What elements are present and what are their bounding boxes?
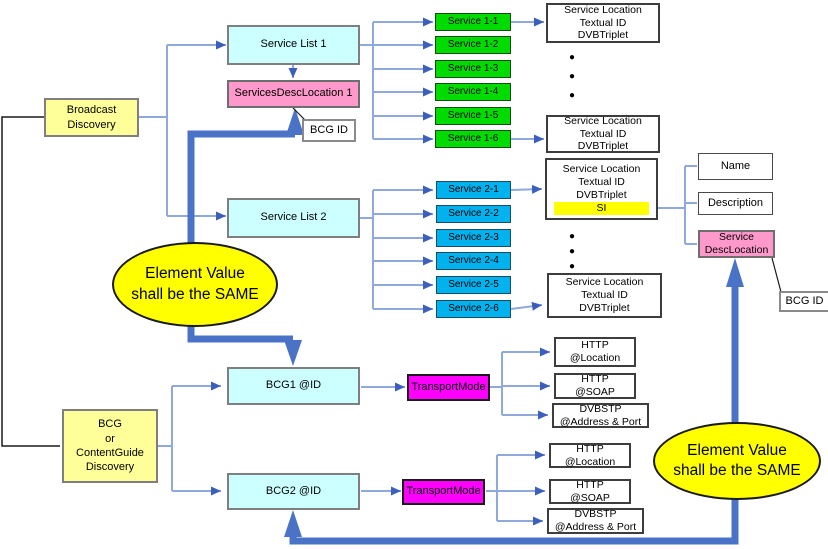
service-1-6-box: Service 1-6	[435, 130, 511, 148]
services-desc-location-1-box: ServicesDescLocation 1	[227, 80, 360, 108]
dot-icon: ●	[568, 231, 576, 242]
service-1-3-box: Service 1-3	[435, 60, 511, 78]
service-1-4-box: Service 1-4	[435, 83, 511, 101]
bcg2-id-box: BCG2 @ID	[227, 473, 360, 510]
service-location-box-2: Service Location Textual ID DVBTriplet	[546, 115, 660, 153]
black-connectors	[1, 116, 60, 447]
callout-leader-lines	[292, 107, 782, 293]
service-location-box-3-lines: Service Location Textual ID DVBTriplet	[562, 163, 641, 201]
same-value-note-ellipse-1: Element Value shall be the SAME	[112, 242, 278, 327]
dvbstp-address-port-box-2: DVBSTP @Address & Port	[547, 508, 644, 534]
service-location-box-1: Service Location Textual ID DVBTriplet	[546, 3, 660, 43]
dot-icon: ●	[568, 246, 576, 257]
service-location-box-4: Service Location Textual ID DVBTriplet	[547, 273, 662, 318]
broadcast-discovery-box: Broadcast Discovery	[44, 98, 139, 137]
dot-icon: ●	[568, 52, 576, 63]
si-highlighted-line: SI	[554, 201, 649, 215]
thick-same-value-arrows	[187, 108, 744, 545]
dot-icon: ●	[568, 71, 576, 82]
transport-mode-box-1: TransportMode	[407, 374, 490, 401]
bcg-id-label-1: BCG ID	[302, 119, 356, 142]
ellipsis-dots-icon: ● ● ●	[566, 53, 578, 101]
thin-connector-arrows	[167, 17, 550, 526]
description-box: Description	[698, 192, 773, 215]
dot-icon: ●	[568, 261, 576, 272]
service-list-2-box: Service List 2	[227, 198, 360, 238]
same-value-note-ellipse-2: Element Value shall be the SAME	[653, 422, 821, 500]
service-2-2-box: Service 2-2	[436, 205, 511, 223]
service-desc-location-box: Service DescLocation	[698, 230, 775, 258]
service-location-box-3-si: Service Location Textual ID DVBTriplet S…	[545, 158, 658, 220]
bcg1-id-box: BCG1 @ID	[227, 367, 360, 405]
service-2-3-box: Service 2-3	[436, 229, 511, 247]
bcg-id-label-2: BCG ID	[779, 291, 828, 312]
name-box: Name	[698, 153, 773, 180]
service-2-5-box: Service 2-5	[436, 276, 511, 294]
thin-connector-trunks	[139, 22, 697, 521]
http-location-box-1: HTTP @Location	[554, 337, 636, 367]
dvbstp-address-port-box-1: DVBSTP @Address & Port	[552, 403, 649, 428]
bcg-contentguide-discovery-box: BCG or ContentGuide Discovery	[62, 409, 158, 483]
http-soap-box-1: HTTP @SOAP	[554, 373, 636, 399]
service-1-5-box: Service 1-5	[435, 107, 511, 125]
service-1-2-box: Service 1-2	[435, 36, 511, 54]
service-2-4-box: Service 2-4	[436, 252, 511, 270]
service-list-1-box: Service List 1	[227, 25, 360, 65]
service-2-1-box: Service 2-1	[436, 181, 511, 199]
dot-icon: ●	[568, 90, 576, 101]
service-1-1-box: Service 1-1	[435, 13, 511, 31]
service-2-6-box: Service 2-6	[436, 300, 511, 318]
ellipsis-dots-icon: ● ● ●	[566, 232, 578, 272]
http-soap-box-2: HTTP @SOAP	[549, 479, 631, 504]
http-location-box-2: HTTP @Location	[549, 443, 631, 468]
transport-mode-box-2: TransportMode	[402, 479, 485, 505]
